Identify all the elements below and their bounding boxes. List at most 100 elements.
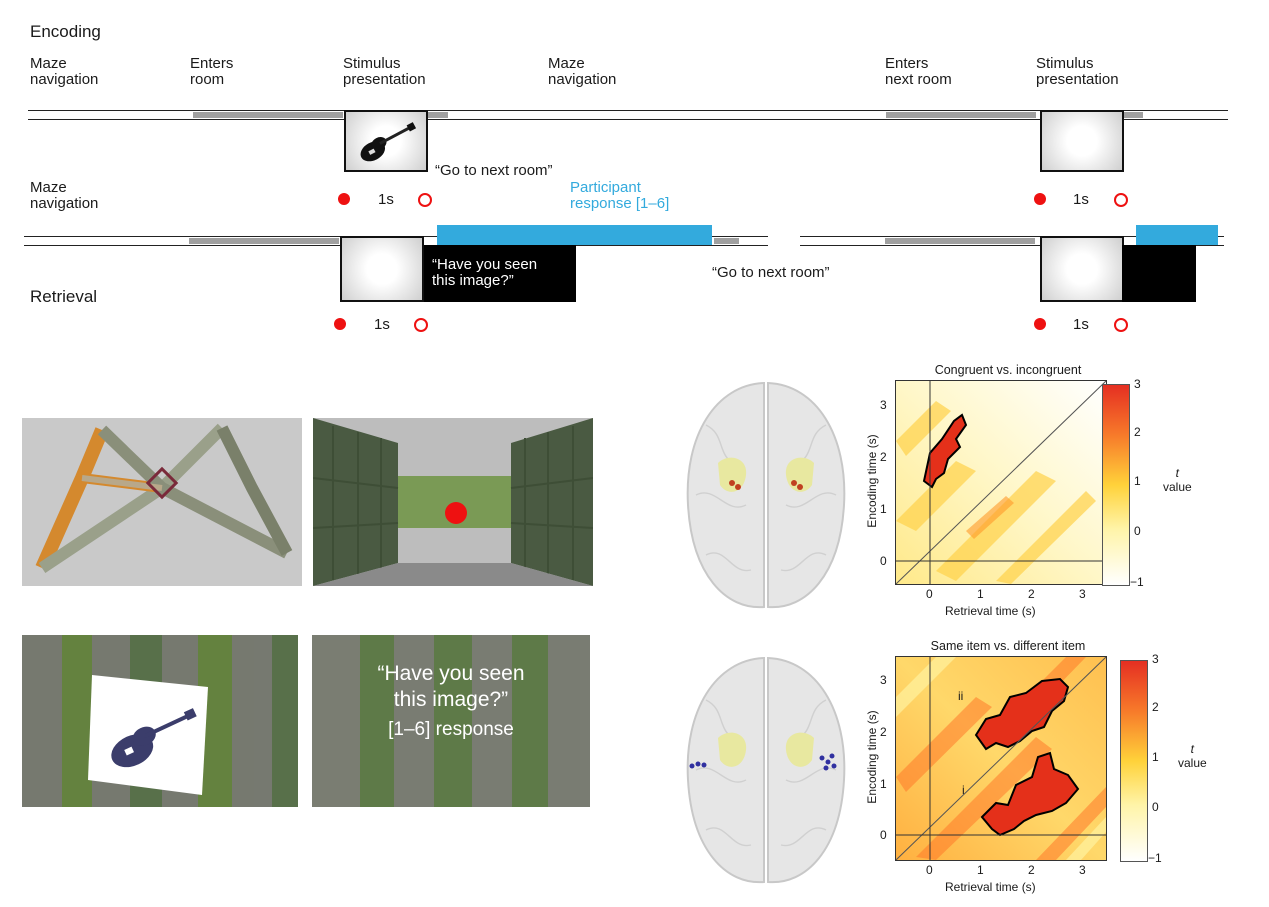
track-segment (193, 112, 343, 118)
track-segment (714, 238, 739, 244)
label-line: Stimulus (1036, 55, 1094, 72)
encoding-go-next-room-text: “Go to next room” (435, 162, 553, 179)
label-maze-navigation-1: Maze navigation (30, 56, 98, 88)
label-line: presentation (343, 71, 426, 88)
duration-label: 1s (374, 316, 390, 333)
encoding-track (28, 110, 1228, 120)
label-line: Maze (30, 179, 67, 196)
x-tick: 2 (1028, 587, 1035, 601)
colorbar-tick: 0 (1152, 800, 1159, 814)
stimulus-box-blank (1040, 236, 1124, 302)
duration-label: 1s (1073, 191, 1089, 208)
label-line: t (1190, 742, 1195, 756)
colorbar-tick: 3 (1134, 377, 1141, 391)
offset-marker (1114, 193, 1128, 207)
offset-marker (418, 193, 432, 207)
label-enters-next-room: Enters next room (885, 56, 952, 88)
question-panel: “Have you seen this image?” (424, 245, 576, 302)
colorbar-tick: 1 (1134, 474, 1141, 488)
x-tick: 0 (926, 587, 933, 601)
colorbar (1102, 384, 1130, 586)
x-axis-label: Retrieval time (s) (945, 880, 1036, 894)
cluster-annotation: i (962, 783, 965, 797)
label-maze-navigation-retrieval: Maze navigation (30, 180, 98, 212)
vr-question-image: “Have you seen this image?” [1–6] respon… (312, 635, 590, 807)
x-axis-label: Retrieval time (s) (945, 604, 1036, 618)
track-segment (885, 238, 1035, 244)
y-tick: 0 (880, 828, 887, 842)
onset-marker (1034, 193, 1046, 205)
label-line: navigation (548, 71, 617, 88)
label-line: Enters (190, 55, 234, 72)
encoding-title: Encoding (30, 22, 101, 41)
heatmap-title: Congruent vs. incongruent (934, 363, 1082, 377)
label-line: response [1–6] (570, 195, 670, 212)
maze-overview-image (22, 418, 302, 586)
participant-response-label: Participant response [1–6] (570, 180, 669, 212)
x-tick: 0 (926, 863, 933, 877)
response-window-bar (1136, 225, 1218, 245)
overlay-response-text: [1–6] response (388, 719, 514, 740)
y-tick: 2 (880, 725, 887, 739)
y-tick: 3 (880, 673, 887, 687)
label-line: t (1175, 466, 1180, 480)
offset-marker (414, 318, 428, 332)
retrieval-go-next-room-text: “Go to next room” (712, 264, 830, 281)
label-line: Participant (570, 179, 641, 196)
y-tick: 0 (880, 554, 887, 568)
label-line: value (1163, 480, 1192, 494)
overlay-question-line: this image?” (393, 688, 509, 711)
track-segment (428, 112, 448, 118)
label-stimulus-presentation-1: Stimulus presentation (343, 56, 426, 88)
label-line: Stimulus (343, 55, 401, 72)
colorbar-tick: 2 (1152, 700, 1159, 714)
vr-stimulus-image (22, 635, 298, 807)
label-maze-navigation-2: Maze navigation (548, 56, 616, 88)
response-window-bar (437, 225, 712, 245)
cluster-annotation: ii (958, 689, 964, 703)
x-tick: 1 (977, 863, 984, 877)
label-line: navigation (30, 71, 99, 88)
label-line: room (190, 71, 225, 88)
track-segment (886, 112, 1036, 118)
label-line: Maze (548, 55, 585, 72)
y-tick: 2 (880, 450, 887, 464)
y-axis-label: Encoding time (s) (865, 434, 879, 528)
question-panel-empty (1122, 245, 1196, 302)
colorbar (1120, 660, 1148, 862)
heatmap-same-item (895, 656, 1107, 861)
heatmap-title: Same item vs. different item (930, 639, 1086, 653)
onset-marker (1034, 318, 1046, 330)
x-tick: 3 (1079, 587, 1086, 601)
label-stimulus-presentation-2: Stimulus presentation (1036, 56, 1119, 88)
colorbar-label: t value (1178, 742, 1207, 770)
retrieval-track-2 (800, 236, 1224, 246)
stimulus-box-guitar (344, 110, 428, 172)
label-line: presentation (1036, 71, 1119, 88)
label-line: Enters (885, 55, 929, 72)
colorbar-tick: 0 (1134, 524, 1141, 538)
onset-marker (334, 318, 346, 330)
offset-marker (1114, 318, 1128, 332)
question-line: this image?” (432, 272, 514, 289)
label-line: navigation (30, 195, 99, 212)
colorbar-tick: 3 (1152, 652, 1159, 666)
label-line: value (1178, 756, 1207, 770)
colorbar-tick: −1 (1130, 575, 1144, 589)
duration-label: 1s (1073, 316, 1089, 333)
y-axis-label: Encoding time (s) (865, 710, 879, 804)
brain-image-top (676, 375, 856, 615)
retrieval-title: Retrieval (30, 287, 98, 306)
colorbar-tick: 1 (1152, 750, 1159, 764)
track-segment (189, 238, 339, 244)
colorbar-tick: 2 (1134, 425, 1141, 439)
x-tick: 1 (977, 587, 984, 601)
track-segment (1123, 112, 1143, 118)
stimulus-box-blank (340, 236, 424, 302)
heatmap-congruent (895, 380, 1107, 585)
significant-cluster (922, 413, 968, 489)
y-tick: 3 (880, 398, 887, 412)
label-line: Maze (30, 55, 67, 72)
stimulus-box-blank (1040, 110, 1124, 172)
overlay-question-line: “Have you seen (377, 662, 525, 685)
